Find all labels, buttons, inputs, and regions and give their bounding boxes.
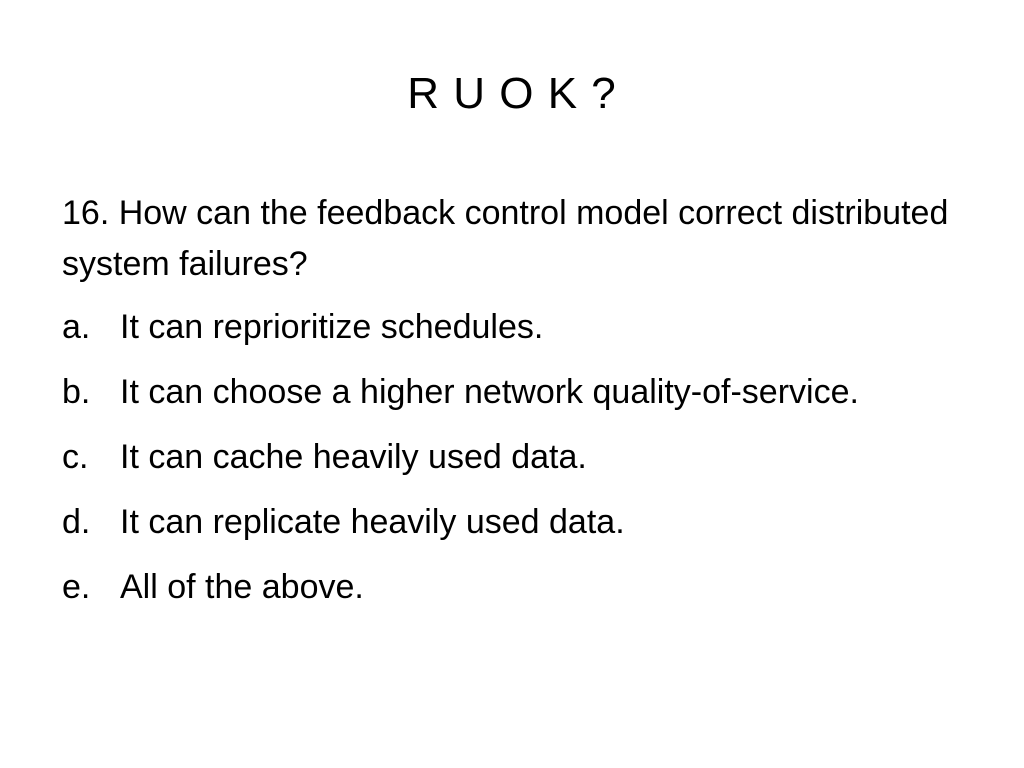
slide-title: R U O K ?: [407, 69, 617, 118]
answer-option-e: e. All of the above.: [62, 562, 962, 613]
answer-options: a. It can reprioritize schedules. b. It …: [62, 302, 962, 613]
question-text: 16. How can the feedback control model c…: [62, 194, 949, 283]
option-text: It can cache heavily used data.: [120, 438, 587, 476]
answer-option-d: d. It can replicate heavily used data.: [62, 497, 962, 548]
option-text: It can reprioritize schedules.: [120, 308, 544, 346]
option-letter: c.: [62, 438, 89, 476]
option-text: All of the above.: [120, 568, 364, 606]
answer-option-b: b. It can choose a higher network qualit…: [62, 367, 962, 418]
option-text: It can replicate heavily used data.: [120, 503, 625, 541]
option-letter: b.: [62, 373, 91, 411]
answer-option-a: a. It can reprioritize schedules.: [62, 302, 962, 353]
option-letter: e.: [62, 568, 91, 606]
option-text: It can choose a higher network quality-o…: [120, 373, 859, 411]
option-letter: d.: [62, 503, 91, 541]
slide-body: 16. How can the feedback control model c…: [62, 188, 962, 627]
answer-option-c: c. It can cache heavily used data.: [62, 432, 962, 483]
option-letter: a.: [62, 308, 91, 346]
